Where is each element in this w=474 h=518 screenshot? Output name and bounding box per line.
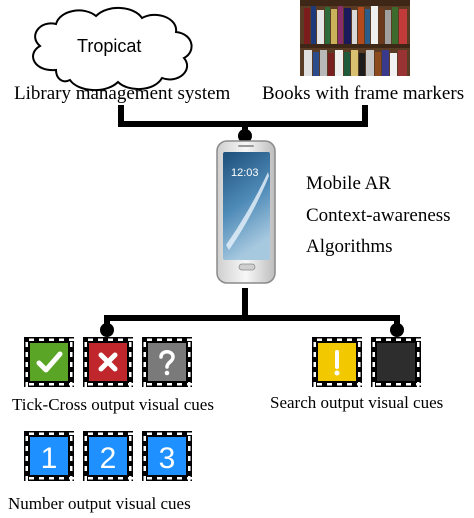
cross-icon — [98, 352, 118, 372]
blank-marker — [371, 337, 421, 387]
number-glyph: 1 — [41, 442, 58, 475]
number-glyph: 3 — [159, 442, 176, 475]
number-marker-2: 2 — [83, 431, 133, 481]
cloud-shape — [32, 7, 193, 91]
books-label: Books with frame markers — [262, 83, 465, 104]
tick-marker — [24, 337, 74, 387]
cloud-label: Tropicat — [77, 36, 142, 56]
number-marker-3: 3 — [142, 431, 192, 481]
question-icon — [159, 350, 175, 376]
phone-clock: 12:03 — [231, 167, 259, 179]
library-system-label: Library management system — [14, 83, 231, 104]
top-connector — [118, 105, 368, 143]
bookshelf-image — [300, 0, 410, 76]
exclamation-marker — [312, 337, 362, 387]
number-label: Number output visual cues — [8, 494, 191, 513]
exclamation-icon — [334, 350, 340, 376]
smartphone-image — [216, 140, 276, 284]
capability-mobile-ar: Mobile AR — [306, 173, 391, 194]
cross-marker — [83, 337, 133, 387]
number-marker-1: 1 — [24, 431, 74, 481]
bottom-connector — [100, 288, 404, 337]
tick-cross-label: Tick-Cross output visual cues — [12, 395, 214, 414]
question-marker — [142, 337, 192, 387]
search-label: Search output visual cues — [270, 393, 444, 412]
capability-context-awareness: Context-awareness — [306, 205, 451, 226]
check-icon — [36, 351, 63, 373]
capability-algorithms: Algorithms — [306, 236, 393, 257]
visual-cues-layer: 1 2 3 — [24, 337, 421, 481]
number-glyph: 2 — [100, 442, 117, 475]
